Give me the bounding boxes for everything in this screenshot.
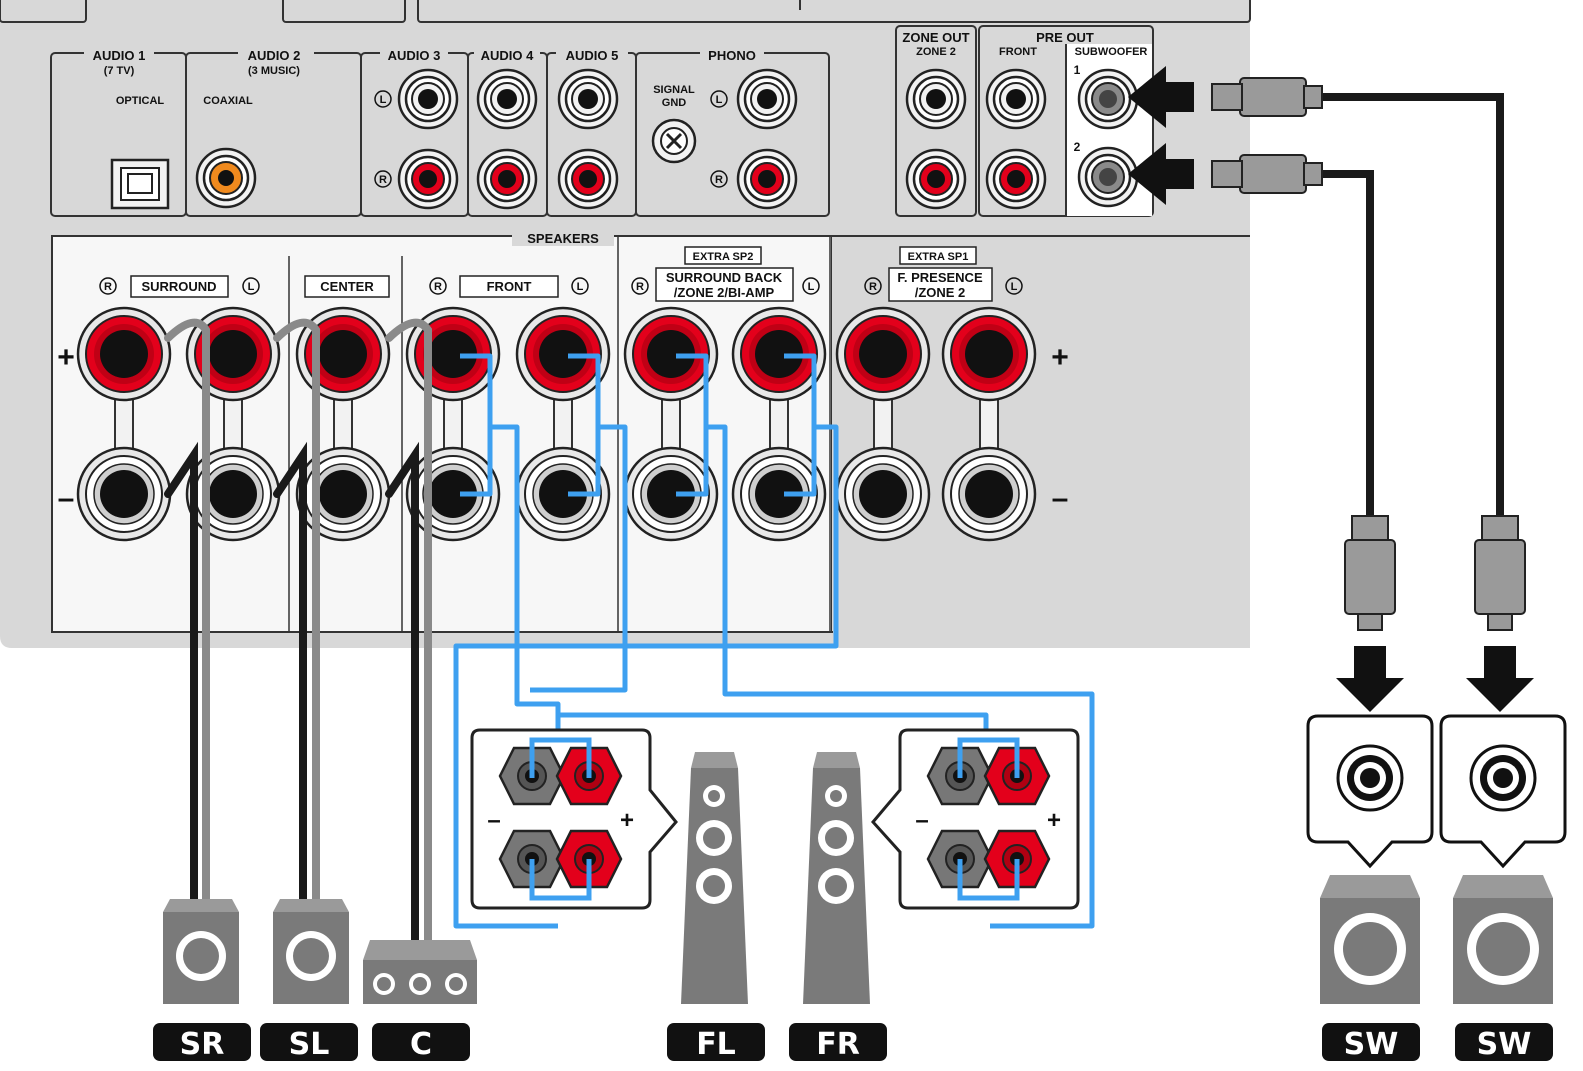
coaxial-jack [195, 147, 257, 209]
subwoofer-2-label: 2 [1074, 140, 1081, 154]
plus-sign-right: + [1051, 341, 1069, 374]
audio4-label: AUDIO 4 [481, 48, 535, 63]
minus-sign-left: – [58, 482, 75, 515]
optical-jack [110, 158, 170, 210]
zone-out-label: ZONE OUT [902, 30, 969, 45]
speaker-sw-1 [1320, 875, 1420, 1004]
extra-sp2-label: EXTRA SP2 [693, 251, 754, 263]
svg-text:R: R [434, 281, 442, 293]
minus-sign-right: – [1052, 482, 1069, 515]
audio1-label: AUDIO 1 (7 TV) OPTICAL [84, 46, 164, 107]
tag-sw-2: SW [1477, 1027, 1532, 1062]
speaker-channel-marks [99, 277, 1023, 295]
signal-gnd-terminal [651, 118, 697, 164]
svg-text:L: L [380, 94, 387, 106]
phono-label: PHONO [708, 48, 756, 63]
svg-text:R: R [636, 281, 644, 293]
extra-sp1-label: EXTRA SP1 [908, 251, 969, 263]
svg-text:(7 TV): (7 TV) [104, 65, 135, 77]
svg-text:L: L [248, 281, 255, 293]
svg-text:R: R [715, 174, 723, 186]
tag-sl: SL [289, 1027, 330, 1062]
subwoofer-1-label: 1 [1074, 63, 1081, 77]
svg-text:GND: GND [662, 97, 687, 109]
tag-fl: FL [696, 1027, 736, 1062]
front-bi-amp-wires [453, 353, 1095, 929]
svg-text:–: – [915, 807, 928, 834]
audio5-label: AUDIO 5 [566, 48, 619, 63]
pre-out-label: PRE OUT [1036, 30, 1094, 45]
svg-text:L: L [808, 281, 815, 293]
speakers-title: SPEAKERS [527, 231, 599, 246]
svg-text:–: – [487, 807, 500, 834]
center-label: CENTER [320, 279, 374, 294]
svg-text:+: + [1047, 807, 1061, 834]
svg-text:/ZONE 2: /ZONE 2 [915, 285, 966, 300]
svg-text:AUDIO 2: AUDIO 2 [248, 48, 301, 63]
speaker-sr [163, 899, 239, 1004]
plus-sign-left: + [57, 341, 75, 374]
tag-fr: FR [816, 1027, 860, 1062]
subwoofer-input-callouts [1306, 714, 1567, 869]
speaker-dividers [288, 236, 831, 632]
svg-text:(3 MUSIC): (3 MUSIC) [248, 65, 300, 77]
subwoofer-cables [1128, 66, 1534, 712]
tag-sw-1: SW [1344, 1027, 1399, 1062]
surround-back-label: SURROUND BACK [666, 270, 783, 285]
subwoofer-label: SUBWOOFER [1075, 46, 1148, 58]
speaker-sl [273, 899, 349, 1004]
tag-sr: SR [180, 1027, 225, 1062]
tag-c: C [410, 1027, 432, 1062]
svg-text:/ZONE 2/BI-AMP: /ZONE 2/BI-AMP [674, 285, 775, 300]
svg-text:OPTICAL: OPTICAL [116, 95, 165, 107]
signal-gnd-label: SIGNAL [653, 84, 695, 96]
surround-label: SURROUND [141, 279, 216, 294]
audio2-label: AUDIO 2 (3 MUSIC) COAXIAL [203, 46, 314, 107]
speaker-fr [803, 752, 870, 1004]
svg-text:R: R [379, 174, 387, 186]
channel-marks: L R L R [374, 90, 728, 188]
svg-text:COAXIAL: COAXIAL [203, 95, 253, 107]
fl-speaker-terminals: – + [470, 728, 678, 910]
speaker-fl [681, 752, 748, 1004]
speaker-tags: SR SL C FL FR SW SW [153, 1023, 1553, 1062]
svg-text:R: R [869, 281, 877, 293]
speaker-c [363, 940, 477, 1004]
pre-out-front-label: FRONT [999, 46, 1037, 58]
svg-text:L: L [716, 94, 723, 106]
fr-speaker-terminals: – + [871, 728, 1080, 910]
svg-text:R: R [104, 281, 112, 293]
speaker-sw-2 [1453, 875, 1553, 1004]
front-presence-label: F. PRESENCE [897, 270, 983, 285]
surround-center-cables [164, 318, 432, 944]
audio3-label: AUDIO 3 [388, 48, 441, 63]
zone2-label: ZONE 2 [916, 46, 956, 58]
svg-text:+: + [620, 807, 634, 834]
svg-text:AUDIO 1: AUDIO 1 [93, 48, 146, 63]
front-label: FRONT [487, 279, 532, 294]
svg-text:L: L [1011, 281, 1018, 293]
svg-text:L: L [577, 281, 584, 293]
